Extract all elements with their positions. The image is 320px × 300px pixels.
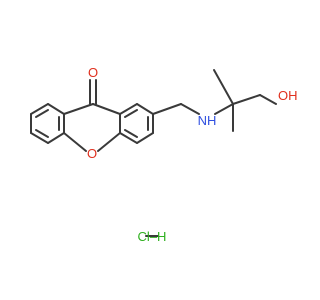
molecule-structure-diagram: O O NH OH Cl–H: [30, 65, 298, 244]
hcl-label: Cl–H: [138, 229, 167, 244]
central-ring: [63, 79, 121, 152]
left-benzene-ring: [30, 103, 65, 144]
ring-oxygen-label: O: [87, 146, 97, 161]
right-benzene-ring: [119, 103, 154, 144]
side-chain: [152, 69, 277, 132]
carbonyl-oxygen-label: O: [88, 65, 98, 80]
hydroxyl-label: OH: [278, 88, 298, 103]
amine-label: NH: [198, 113, 217, 128]
